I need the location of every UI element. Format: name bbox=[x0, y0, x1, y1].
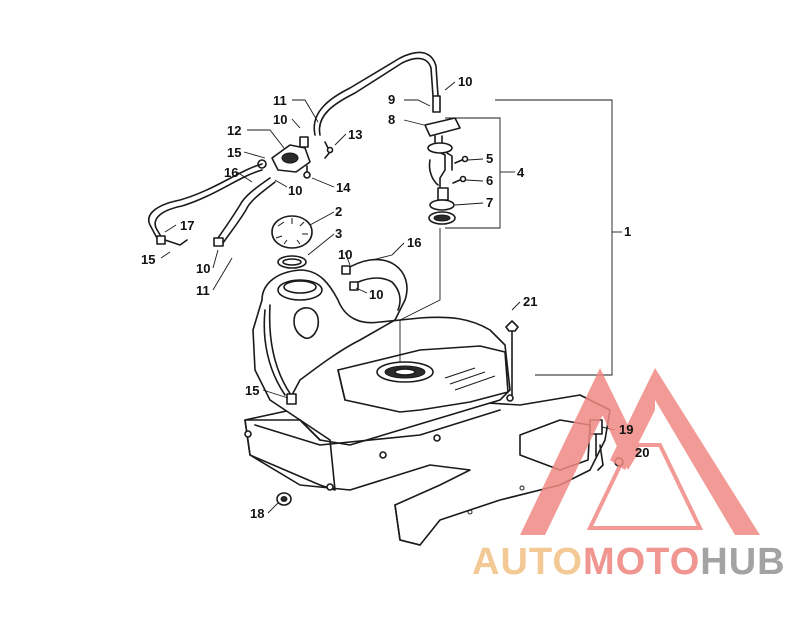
leaders bbox=[160, 81, 484, 514]
callout-17: 17 bbox=[180, 218, 194, 233]
callout-10-left: 10 bbox=[196, 261, 210, 276]
logo-triangle-center bbox=[610, 368, 655, 470]
callout-9: 9 bbox=[388, 92, 395, 107]
fuel-cap bbox=[271, 215, 313, 269]
watermark-auto: AUTO bbox=[472, 541, 583, 583]
watermark-hub: HUB bbox=[700, 541, 785, 583]
hoses bbox=[148, 51, 439, 405]
watermark-moto: MOTO bbox=[583, 541, 700, 583]
part-1-leader bbox=[495, 99, 613, 376]
watermark-text: AUTOMOTOHUB bbox=[472, 541, 786, 583]
callout-10-valve-bottom: 10 bbox=[288, 183, 302, 198]
callouts: 1 2 3 4 5 6 7 8 9 10 10 10 10 10 10 11 1… bbox=[141, 74, 649, 521]
fuel-pump-assembly bbox=[399, 95, 515, 362]
callout-4: 4 bbox=[517, 165, 525, 180]
callout-5: 5 bbox=[486, 151, 493, 166]
logo-triangle-left bbox=[520, 368, 610, 535]
callout-3: 3 bbox=[335, 226, 342, 241]
callout-10-valve-top: 10 bbox=[273, 112, 287, 127]
callout-13: 13 bbox=[348, 127, 362, 142]
vent-valve bbox=[257, 136, 334, 179]
callout-10-right-upper: 10 bbox=[338, 247, 352, 262]
callout-15-valve: 15 bbox=[227, 145, 241, 160]
callout-10-top-right: 10 bbox=[458, 74, 472, 89]
callout-7: 7 bbox=[486, 195, 493, 210]
callout-15-tank: 15 bbox=[245, 383, 259, 398]
callout-11-top: 11 bbox=[273, 93, 287, 108]
callout-8: 8 bbox=[388, 112, 395, 127]
drain-plug-18 bbox=[276, 492, 292, 506]
bolt-21 bbox=[505, 301, 521, 396]
callout-6: 6 bbox=[486, 173, 493, 188]
logo-triangle-right bbox=[655, 368, 760, 535]
callout-10-right-lower: 10 bbox=[369, 287, 383, 302]
callout-19: 19 bbox=[619, 422, 633, 437]
callout-18: 18 bbox=[250, 506, 264, 521]
callout-15-left: 15 bbox=[141, 252, 155, 267]
fuel-tank bbox=[244, 269, 514, 491]
callout-20: 20 bbox=[635, 445, 649, 460]
callout-11-left: 11 bbox=[196, 283, 210, 298]
callout-2: 2 bbox=[335, 204, 342, 219]
callout-1: 1 bbox=[624, 224, 631, 239]
callout-14: 14 bbox=[336, 180, 351, 195]
svg-text:AUTOMOTOHUB: AUTOMOTOHUB bbox=[472, 541, 786, 583]
callout-21: 21 bbox=[523, 294, 537, 309]
callout-16-right: 16 bbox=[407, 235, 421, 250]
logo-inner-outline bbox=[586, 443, 704, 530]
callout-16-left: 16 bbox=[224, 165, 238, 180]
watermark-logo bbox=[520, 368, 760, 535]
callout-12: 12 bbox=[227, 123, 241, 138]
